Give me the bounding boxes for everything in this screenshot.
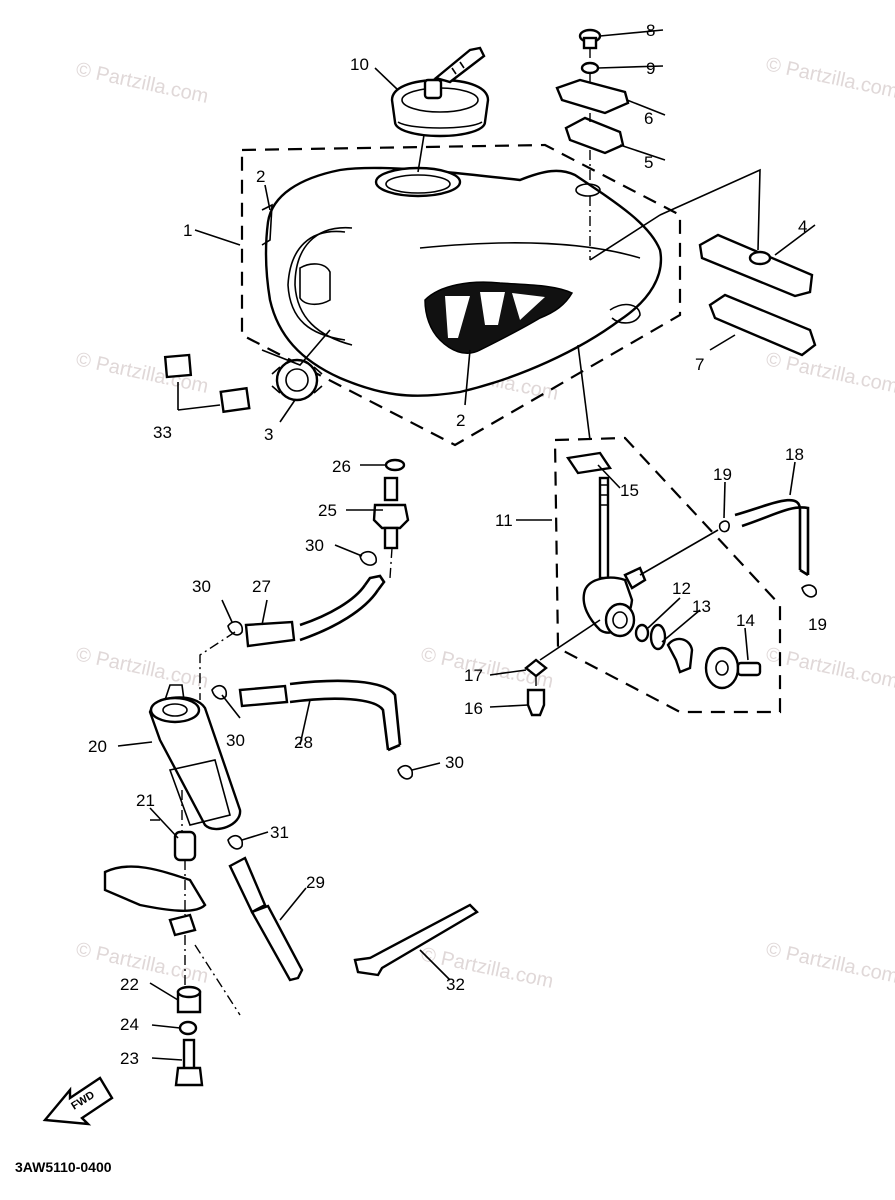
fuel-cock-assembly-outline — [553, 436, 782, 714]
lever-13 — [666, 637, 694, 674]
filler-cap — [390, 46, 490, 173]
watermark: © Partzilla.com — [74, 58, 210, 108]
part-label: 3 — [264, 425, 273, 444]
watermark: © Partzilla.com — [764, 348, 895, 398]
watermark: © Partzilla.com — [74, 938, 210, 988]
screw-14 — [736, 661, 762, 677]
hose-28-short — [238, 684, 289, 708]
cap-3 — [271, 358, 323, 402]
clip-31 — [227, 834, 244, 850]
part-label: 12 — [672, 579, 691, 598]
fitting-25 — [372, 476, 410, 550]
part-label: 10 — [350, 55, 369, 74]
part-label: 14 — [736, 611, 755, 630]
fuel-tank — [261, 166, 663, 397]
watermark: © Partzilla.com — [764, 938, 895, 988]
part-label: 21 — [136, 791, 155, 810]
pump-bracket — [103, 865, 207, 912]
filter-15 — [565, 451, 613, 475]
leader-lines — [117, 29, 816, 1061]
part-label: 27 — [252, 577, 271, 596]
clip-19b — [801, 584, 818, 598]
washer-9 — [580, 61, 600, 75]
part-label: 6 — [644, 109, 653, 128]
part-label: 20 — [88, 737, 107, 756]
tank-assembly-outline — [240, 143, 682, 447]
part-label: 19 — [808, 615, 827, 634]
clip-30d — [397, 764, 414, 780]
clip-30b — [227, 620, 244, 636]
watermark: © Partzilla.com — [74, 643, 210, 693]
cover-6 — [555, 78, 630, 115]
part-label: 30 — [305, 536, 324, 555]
part-label: 11 — [495, 511, 513, 530]
part-label: 26 — [332, 457, 351, 476]
bolt-23 — [174, 1038, 204, 1087]
part-label: 9 — [646, 59, 655, 78]
watermark: © Partzilla.com — [419, 943, 555, 993]
part-label: 15 — [620, 481, 639, 500]
gasket-13 — [649, 623, 667, 651]
stay-4 — [698, 233, 814, 298]
fwd-arrow: FWD — [42, 1076, 114, 1126]
part-label: 22 — [120, 975, 139, 994]
label-33b — [219, 386, 251, 414]
clip-30c — [211, 684, 228, 700]
part-label: 32 — [446, 975, 465, 994]
clip-30a — [359, 550, 377, 566]
part-label: 28 — [294, 733, 313, 752]
part-label: 7 — [695, 355, 704, 374]
part-label: 31 — [270, 823, 289, 842]
hose-29a — [228, 856, 267, 914]
part-label: 30 — [192, 577, 211, 596]
part-label: 5 — [644, 153, 653, 172]
label-33a — [163, 353, 193, 379]
band-32 — [353, 903, 479, 977]
hose-28 — [289, 679, 402, 752]
part-label: 19 — [713, 465, 732, 484]
part-label: 23 — [120, 1049, 139, 1068]
oring-26 — [384, 458, 406, 472]
part-label: 33 — [153, 423, 172, 442]
part-label: 17 — [464, 666, 483, 685]
part-labels: 1 2 2 3 4 5 6 7 8 9 10 11 12 13 14 15 16… — [88, 21, 827, 1068]
part-label: 30 — [226, 731, 245, 750]
part-label: 4 — [798, 217, 807, 236]
damper-7 — [708, 293, 817, 357]
part-label: 29 — [306, 873, 325, 892]
watermark: © Partzilla.com — [764, 53, 895, 103]
part-label: 13 — [692, 597, 711, 616]
part-label: 2 — [256, 167, 265, 186]
fuel-cock — [582, 476, 647, 638]
fuel-pump-20 — [148, 684, 242, 831]
washer-17 — [524, 658, 548, 678]
hose-29 — [250, 904, 304, 982]
clip-19a — [718, 520, 730, 533]
part-label: 16 — [464, 699, 483, 718]
washer-24 — [178, 1020, 198, 1036]
bolt-8 — [578, 28, 602, 50]
part-label: 18 — [785, 445, 804, 464]
watermark: © Partzilla.com — [764, 643, 895, 693]
part-label: 30 — [445, 753, 464, 772]
part-label: 8 — [646, 21, 655, 40]
drain-bolt-16 — [526, 688, 546, 717]
oring-12 — [634, 623, 650, 643]
hose-18 — [734, 498, 802, 570]
part-label: 1 — [183, 221, 192, 240]
part-label: 2 — [456, 411, 465, 430]
part-label: 25 — [318, 501, 337, 520]
rubber-21 — [173, 830, 197, 862]
part-label: 24 — [120, 1015, 139, 1034]
plate-14 — [704, 646, 740, 690]
bracket-5 — [564, 116, 625, 155]
drawing-code: 3AW5110-0400 — [15, 1159, 112, 1175]
